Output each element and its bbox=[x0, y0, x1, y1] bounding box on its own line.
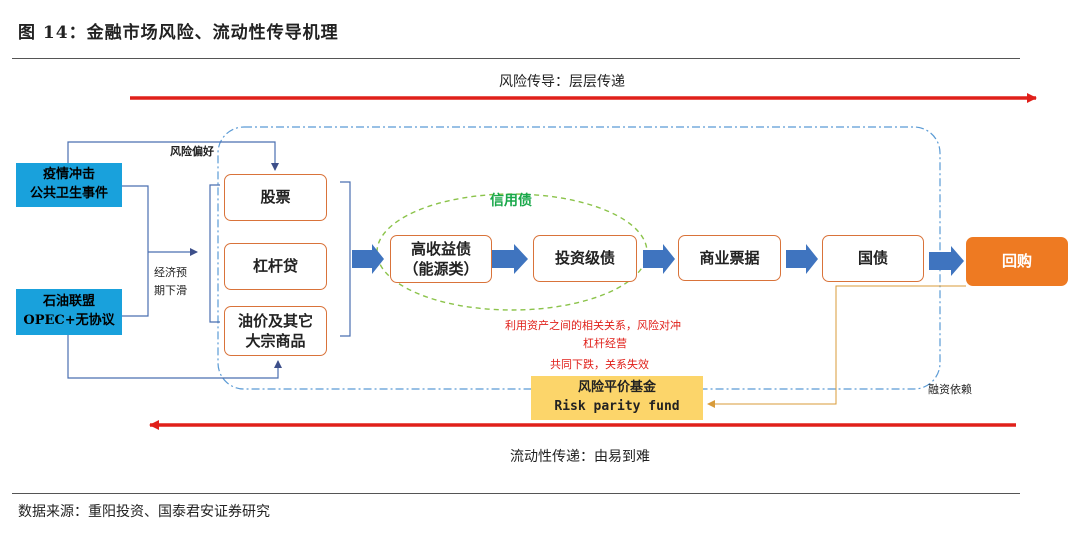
risk-parity-feedback bbox=[707, 285, 966, 408]
commodities-box: 油价及其它 大宗商品 bbox=[224, 306, 327, 356]
repo-box: 回购 bbox=[966, 237, 1068, 286]
flow-arrows bbox=[352, 244, 964, 276]
correlation-note-3: 共同下跌，关系失效 bbox=[550, 358, 649, 371]
pandemic-shock-box: 疫情冲击 公共卫生事件 bbox=[16, 163, 122, 207]
shock-connectors bbox=[67, 141, 282, 379]
investment-grade-box: 投资级债 bbox=[533, 235, 637, 282]
risk-preference-label: 风险偏好 bbox=[170, 145, 214, 158]
leveraged-loans-box: 杠杆贷 bbox=[224, 243, 327, 290]
bottom-divider bbox=[12, 493, 1020, 494]
risk-parity-fund-box: 风险平价基金 Risk parity fund bbox=[531, 376, 703, 420]
credit-bond-label: 信用债 bbox=[490, 193, 532, 209]
high-yield-box: 高收益债 （能源类） bbox=[390, 235, 492, 283]
asset-brackets bbox=[209, 181, 351, 337]
figure-title: 图 14：金融市场风险、流动性传导机理 bbox=[18, 23, 339, 43]
risk-parity-fund-label-cn: 风险平价基金 bbox=[577, 380, 656, 396]
source-note: 数据来源：重阳投资、国泰君安证券研究 bbox=[18, 504, 270, 520]
oil-shock-box: 石油联盟 OPEC+无协议 bbox=[16, 289, 122, 335]
financing-dependence-label: 融资依赖 bbox=[928, 383, 972, 396]
correlation-note-1: 利用资产之间的相关关系，风险对冲 bbox=[505, 319, 681, 332]
stocks-box: 股票 bbox=[224, 174, 327, 221]
commercial-paper-box: 商业票据 bbox=[678, 235, 781, 281]
risk-parity-fund-label-en: Risk parity fund bbox=[554, 399, 680, 414]
correlation-note-2: 杠杆经营 bbox=[583, 337, 627, 350]
treasuries-box: 国债 bbox=[822, 235, 924, 282]
liquidity-transmission-label: 流动性传递：由易到难 bbox=[510, 449, 650, 465]
growth-expectation-label: 经济预 期下滑 bbox=[154, 266, 187, 297]
risk-transmission-label: 风险传导：层层传递 bbox=[499, 74, 625, 90]
top-divider bbox=[12, 58, 1020, 59]
